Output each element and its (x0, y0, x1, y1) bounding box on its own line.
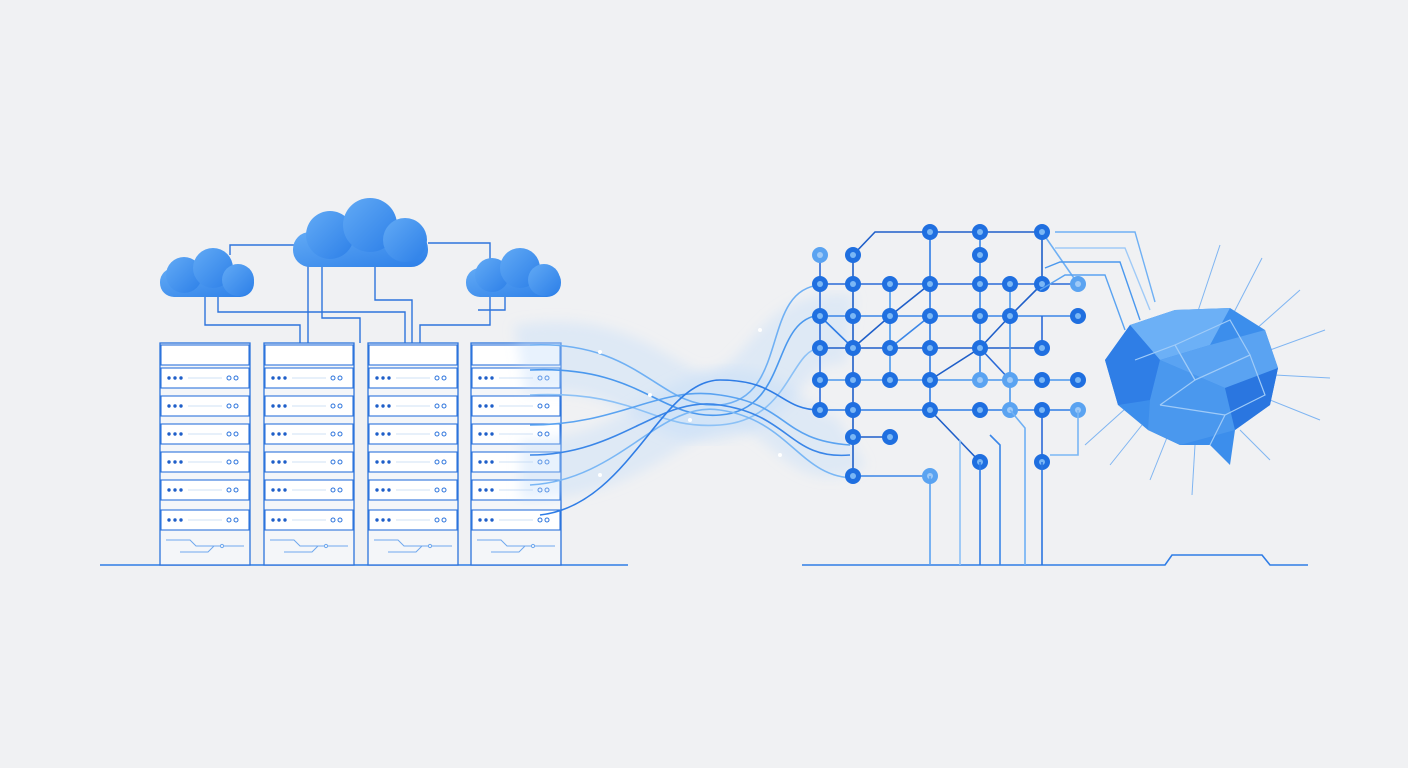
brain-connectors (1039, 231, 1156, 331)
cloud-icon (293, 198, 428, 267)
neural-network-grid (812, 224, 1086, 484)
cloud-icon (466, 248, 561, 297)
server-rack-icon (159, 342, 251, 566)
cloud-icon (160, 248, 254, 297)
network-nodes (812, 224, 1086, 484)
network-drop-lines (929, 409, 1079, 565)
cloud-connectors (204, 242, 506, 343)
brain-icon (1084, 244, 1331, 496)
server-rack-icon (263, 342, 355, 566)
data-stream-ribbon (514, 284, 866, 516)
server-rack-icon (367, 342, 459, 566)
server-racks (159, 342, 562, 566)
